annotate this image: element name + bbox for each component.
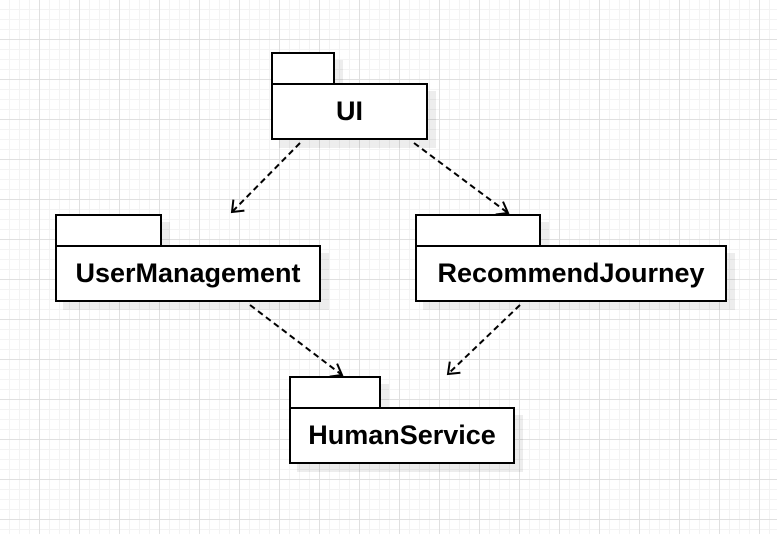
package-tab [55,214,162,246]
dependency-ui-to-recommendjourney [413,142,510,216]
dependency-usermanagement-to-humanservice [249,304,344,378]
package-label-usermanagement: UserManagement [55,245,321,302]
dependency-ui-to-usermanagement [230,142,301,214]
package-label-humanservice: HumanService [289,407,515,464]
dependency-recommendjourney-to-humanservice [446,304,521,376]
package-tab [289,376,381,408]
package-tab [271,52,335,84]
package-label-recommendjourney: RecommendJourney [415,245,727,302]
package-tab [415,214,541,246]
package-label-ui: UI [271,83,428,140]
